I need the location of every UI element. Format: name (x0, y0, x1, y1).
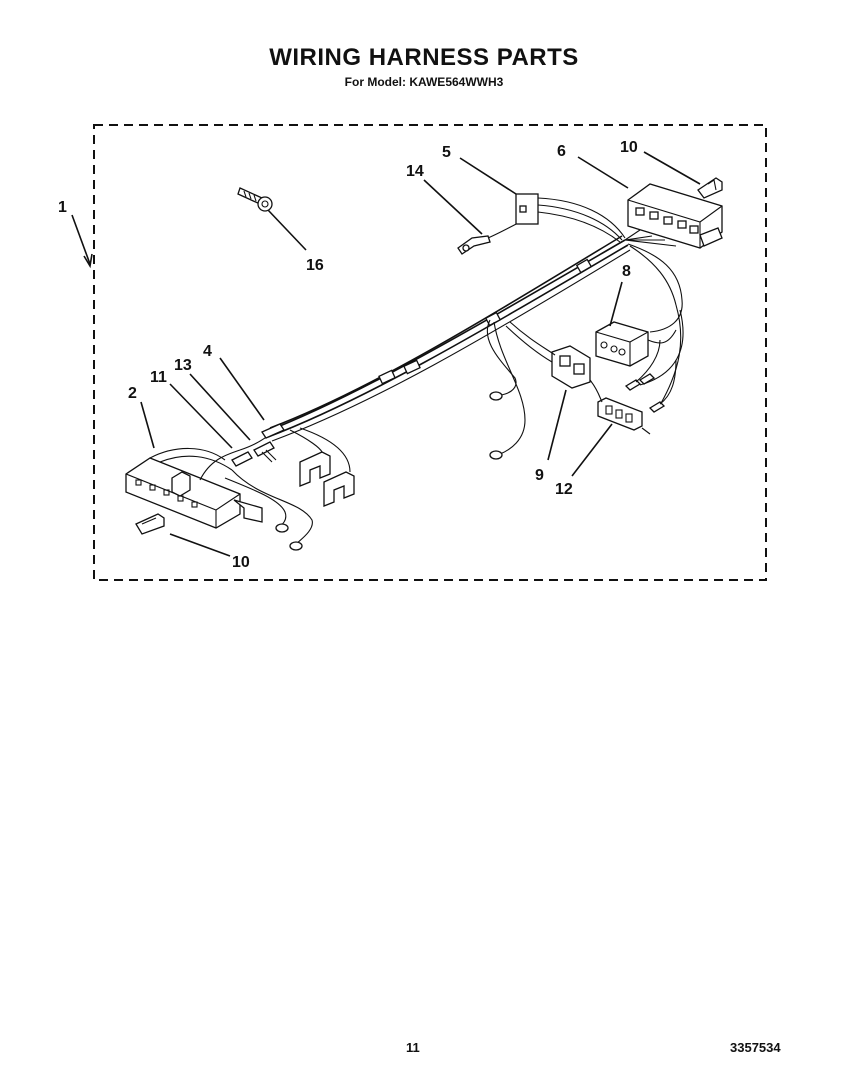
wires-around-block-2 (149, 435, 313, 551)
callout-12: 12 (555, 481, 573, 498)
wires-to-connector-5 (487, 197, 626, 243)
wires-from-block-6 (624, 229, 684, 406)
leader-lines (71, 151, 701, 557)
spade-terminals-right (624, 339, 677, 413)
callout-10-bottom: 10 (232, 554, 250, 571)
callout-14: 14 (406, 163, 424, 180)
connector-block-6 (627, 183, 723, 249)
callout-10-top: 10 (620, 139, 638, 156)
harness-clips-11-13-4 (231, 423, 285, 467)
page-title: WIRING HARNESS PARTS (269, 44, 579, 71)
callout-13: 13 (174, 357, 192, 374)
page-number: 11 (406, 1040, 420, 1055)
connector-8 (595, 321, 677, 367)
callout-9: 9 (535, 467, 544, 484)
ground-wires (486, 319, 526, 460)
document-number: 3357534 (730, 1040, 781, 1055)
screw-16 (237, 187, 273, 212)
model-subtitle: For Model: KAWE564WWH3 (344, 75, 504, 89)
u-connectors-left (289, 427, 355, 507)
callout-5: 5 (442, 144, 451, 161)
callout-2: 2 (128, 385, 137, 402)
terminal-10-bottom (135, 513, 165, 535)
callout-16: 16 (306, 257, 324, 274)
diagram-frame (93, 124, 767, 581)
callout-11: 11 (150, 369, 167, 386)
connector-5 (515, 193, 539, 225)
connector-12 (589, 379, 651, 435)
connector-9 (505, 321, 591, 389)
terminal-14 (457, 235, 491, 255)
connector-block-2 (125, 457, 263, 529)
terminal-10-top (697, 177, 723, 199)
main-harness-bundle (264, 235, 631, 442)
callout-4: 4 (203, 343, 212, 360)
callout-1: 1 (58, 199, 67, 216)
callout-6: 6 (557, 143, 566, 160)
callout-8: 8 (622, 263, 631, 280)
